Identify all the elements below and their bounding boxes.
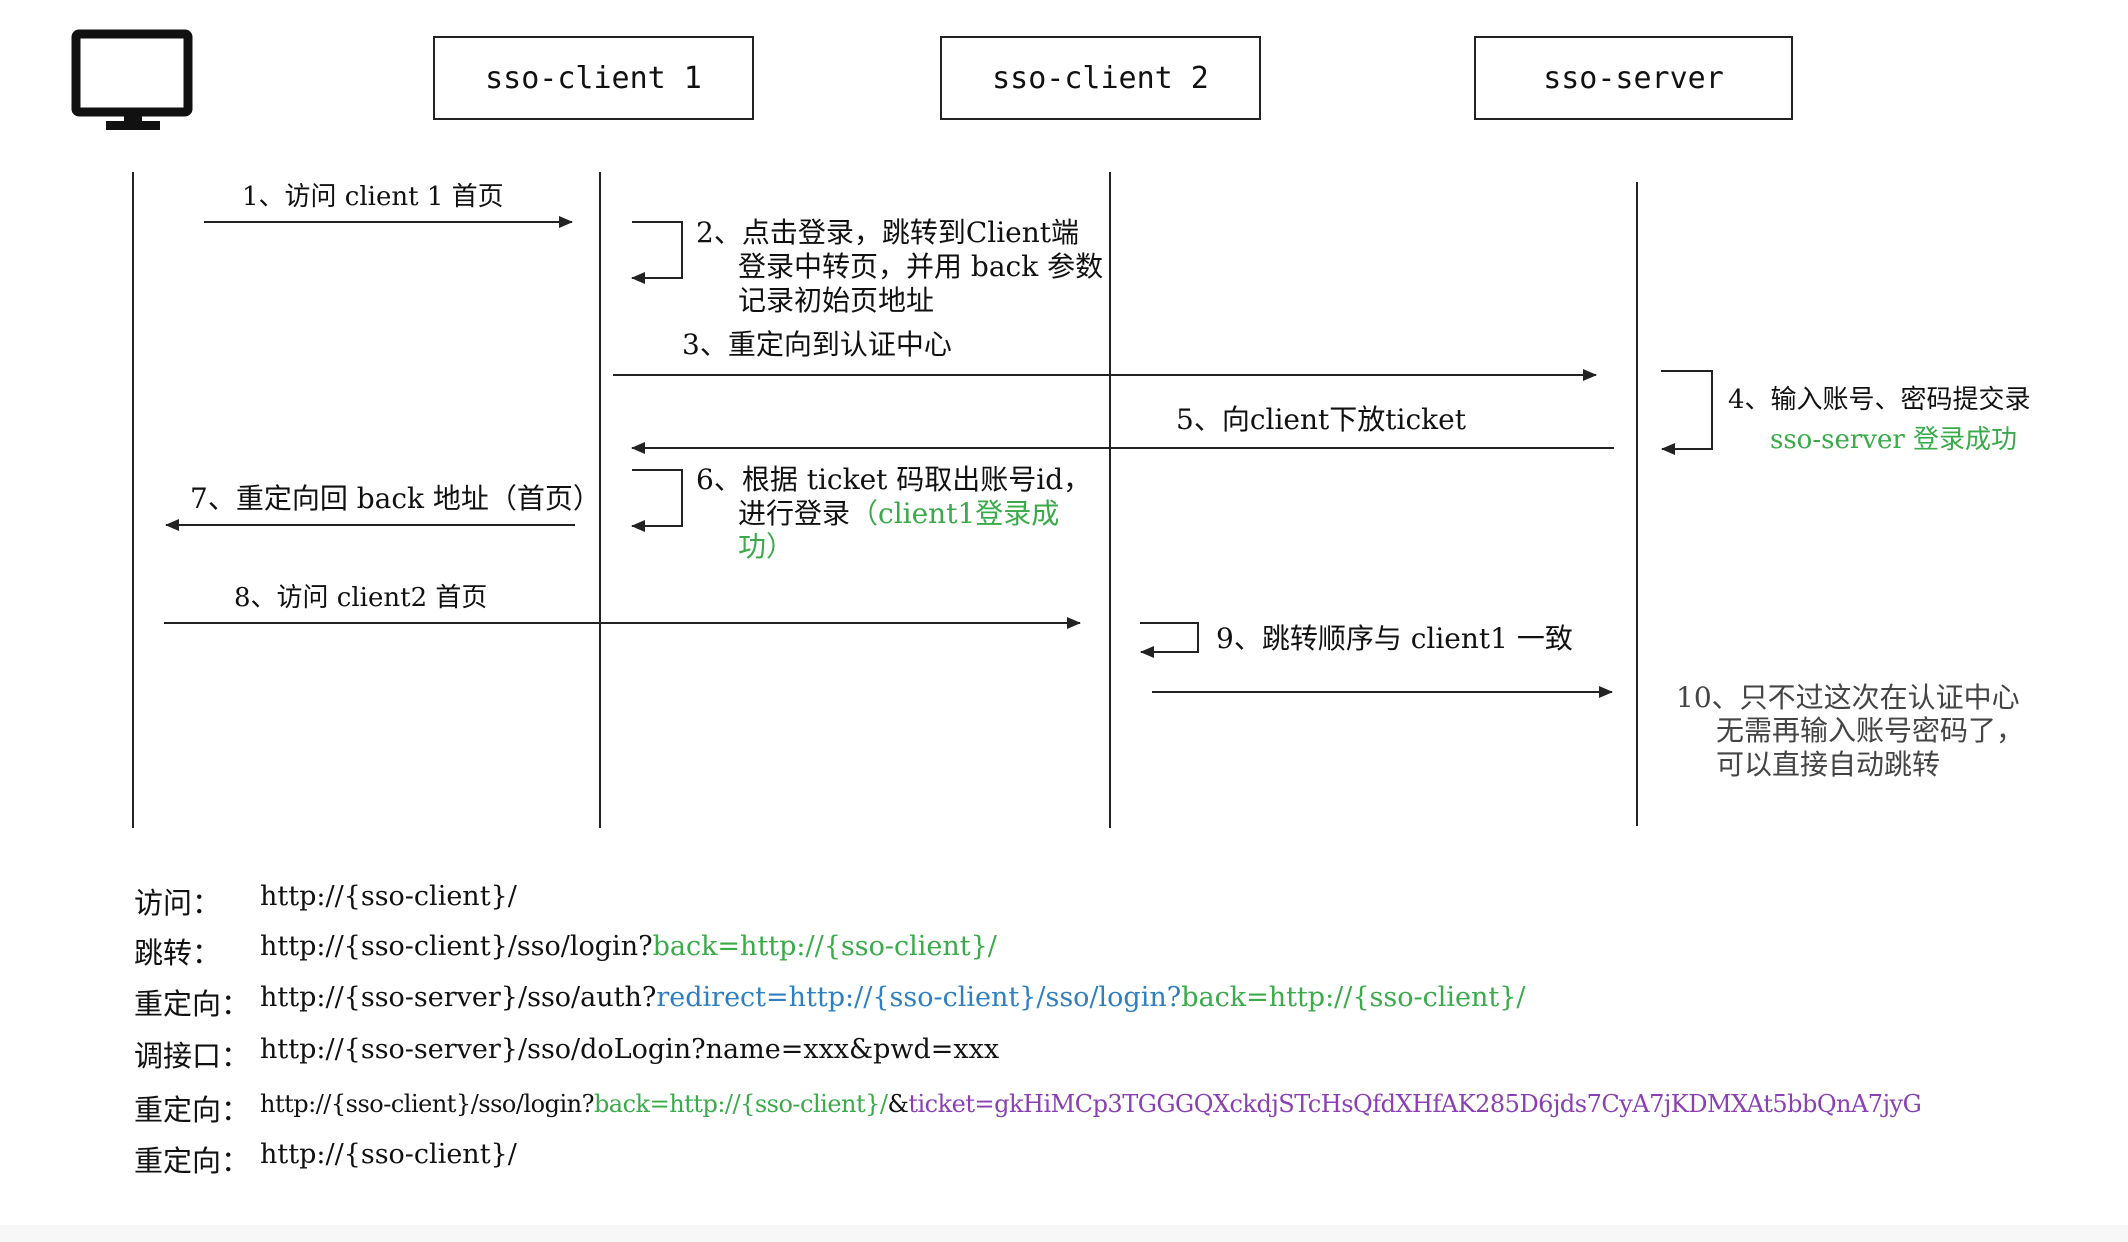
url-redirect-home: http://{sso-client}/ (260, 1139, 517, 1170)
url-ticket-param: ticket=gkHiMCp3TGGGQXckdjSTcHsQfdXHfAK28… (908, 1090, 1922, 1118)
step3-label: 3、重定向到认证中心 (682, 328, 952, 361)
arrow-step9-self (1140, 622, 1199, 658)
url-api-text: http://{sso-server}/sso/doLogin?name=xxx… (260, 1034, 1000, 1065)
step1-label: 1、访问 client 1 首页 (242, 182, 504, 212)
step6-text: 进行登录 (738, 497, 851, 530)
arrow-step6-self (631, 469, 683, 532)
step6-label-line3: 功） (738, 530, 795, 563)
url-redirect-auth-base: http://{sso-server}/sso/auth? (260, 982, 657, 1013)
step9-label: 9、跳转顺序与 client1 一致 (1216, 622, 1573, 655)
step2-label-line2: 登录中转页，并用 back 参数 (738, 250, 1104, 283)
url-api: http://{sso-server}/sso/doLogin?name=xxx… (260, 1034, 999, 1065)
url-ticket-back-param: back=http://{sso-client}/ (593, 1090, 888, 1118)
step2-label-line3: 记录初始页地址 (738, 284, 935, 317)
step6-label-line2: 进行登录（client1登录成 (738, 497, 1059, 531)
step5-label: 5、向client下放ticket (1176, 403, 1466, 436)
url-redirect-home-text: http://{sso-client}/ (260, 1139, 517, 1170)
step6-success-text: （client1登录成 (850, 497, 1060, 530)
step4-label-line1: 4、输入账号、密码提交录 (1728, 385, 2031, 415)
step10-label-line3: 可以直接自动跳转 (1716, 748, 1941, 781)
url-jump-back-param: back=http://{sso-client}/ (652, 931, 997, 962)
url-visit: http://{sso-client}/ (260, 881, 517, 912)
url-ticket-amp: & (887, 1090, 909, 1118)
arrow-step4-self (1661, 370, 1713, 455)
url-label-redirect-home: 重定向： (134, 1144, 251, 1178)
url-redirect-back-param: back=http://{sso-client}/ (1181, 982, 1526, 1013)
step4-label-line2: sso-server 登录成功 (1770, 425, 2018, 455)
url-label-redirect-ticket: 重定向： (134, 1093, 251, 1127)
participant-client1: sso-client 1 (433, 36, 754, 120)
url-label-jump: 跳转： (134, 936, 222, 970)
monitor-icon (71, 29, 193, 130)
step2-label-line1: 2、点击登录，跳转到Client端 (696, 216, 1080, 249)
url-ticket-base: http://{sso-client}/sso/login? (260, 1090, 594, 1118)
step8-label: 8、访问 client2 首页 (234, 583, 488, 613)
url-redirect-ticket: http://{sso-client}/sso/login?back=http:… (260, 1090, 1922, 1118)
participant-server: sso-server (1474, 36, 1793, 120)
url-visit-text: http://{sso-client}/ (260, 881, 517, 912)
url-redirect-auth: http://{sso-server}/sso/auth?redirect=ht… (260, 982, 1526, 1013)
participant-client2: sso-client 2 (940, 36, 1261, 120)
url-redirect-param: redirect=http://{sso-client}/sso/login? (656, 982, 1182, 1013)
url-jump: http://{sso-client}/sso/login?back=http:… (260, 931, 997, 962)
step10-label-line1: 10、只不过这次在认证中心 (1676, 681, 2020, 714)
step6-label-line1: 6、根据 ticket 码取出账号id， (696, 463, 1092, 496)
bottom-strip (0, 1225, 2128, 1242)
step7-label: 7、重定向回 back 地址（首页） (190, 482, 601, 515)
url-label-visit: 访问： (134, 886, 222, 920)
step10-label-line2: 无需再输入账号密码了， (1716, 714, 2025, 747)
url-jump-base: http://{sso-client}/sso/login? (260, 931, 653, 962)
arrow-step2-self (631, 221, 683, 284)
url-label-api: 调接口： (134, 1039, 251, 1073)
url-label-redirect-auth: 重定向： (134, 987, 251, 1021)
